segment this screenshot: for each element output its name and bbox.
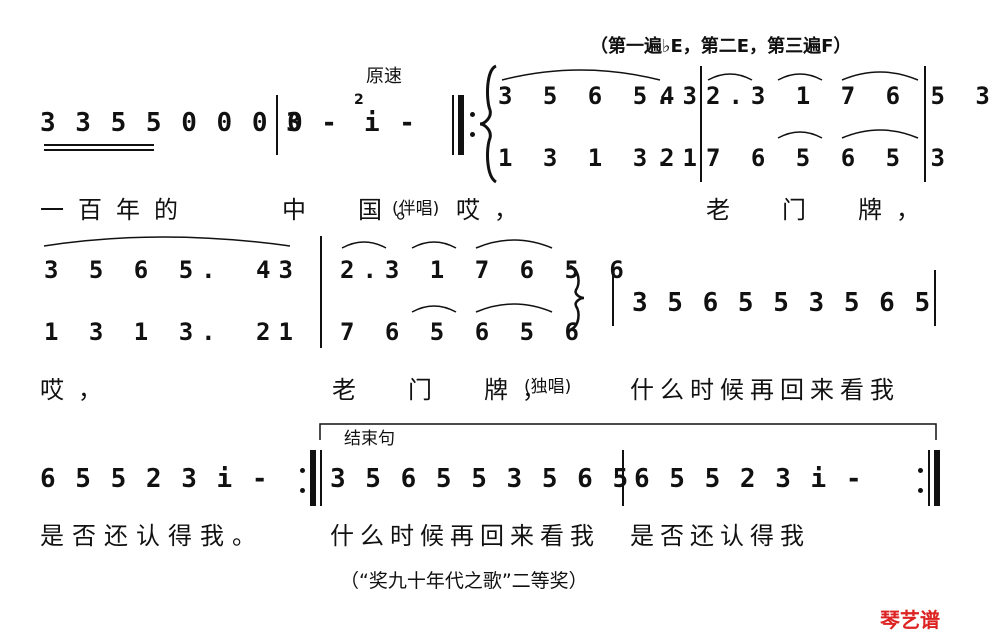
slur bbox=[411, 241, 457, 249]
lyric-note: (独唱) bbox=[524, 377, 572, 397]
score-notes: 3 - bbox=[286, 108, 339, 138]
slur bbox=[43, 236, 291, 247]
award-note: （“奖九十年代之歌”二等奖） bbox=[340, 570, 588, 592]
upper-voice: 2.3 1 7 6 5 6 bbox=[340, 256, 632, 284]
score-notes: 6 5 5 2 3 i - bbox=[634, 464, 864, 494]
slur bbox=[475, 239, 553, 249]
lyric: 什么时候再回来看我 bbox=[630, 376, 900, 404]
bar-line bbox=[700, 66, 702, 182]
slur bbox=[841, 71, 919, 81]
bar-line bbox=[320, 236, 322, 348]
repeat-dot bbox=[300, 468, 305, 473]
lower-voice: 1 3 1 3. bbox=[44, 318, 224, 346]
upper-voice: 2.3 1 7 6 5 3 bbox=[706, 82, 998, 110]
upper-voice: 3 5 6 5. bbox=[44, 256, 224, 284]
score-notes: 3 5 6 5 5 3 5 6 5 bbox=[330, 464, 631, 494]
bar-line bbox=[320, 450, 322, 506]
upper-voice: 3 5 6 5. bbox=[498, 82, 678, 110]
lower-voice: 7 6 5 6 5 6 bbox=[340, 318, 587, 346]
bar-line bbox=[928, 450, 930, 506]
slur bbox=[475, 303, 553, 313]
upper-voice: 43 bbox=[256, 256, 301, 284]
repeat-dot bbox=[918, 488, 923, 493]
lyric: 是否还认得我 bbox=[630, 522, 810, 550]
lyric: 一百年的 bbox=[40, 196, 192, 224]
tempo-mark: 原速 bbox=[366, 66, 402, 87]
lower-voice: 7 6 5 6 5 3 bbox=[706, 144, 953, 172]
lyric: 中 国。 bbox=[282, 196, 434, 224]
lower-voice: 1 3 1 3. bbox=[498, 144, 678, 172]
bar-line bbox=[452, 95, 454, 155]
lyric: 哎， bbox=[456, 196, 532, 224]
score-notes: 6 5 5 2 3 i - bbox=[40, 464, 270, 494]
score-notes: i - bbox=[364, 108, 417, 138]
ending-bracket bbox=[319, 423, 937, 440]
slur bbox=[707, 73, 753, 81]
grace-note: 2 bbox=[354, 92, 364, 108]
slur bbox=[777, 73, 823, 81]
repeat-dot bbox=[470, 112, 475, 117]
slur bbox=[777, 131, 823, 139]
lower-voice: 21 bbox=[660, 144, 705, 172]
bar-line bbox=[934, 270, 936, 326]
slur bbox=[411, 305, 457, 313]
bar-line bbox=[924, 66, 926, 182]
repeat-bar bbox=[310, 450, 316, 506]
ending-label: 结束句 bbox=[344, 429, 395, 449]
slur bbox=[841, 129, 919, 139]
bar-line bbox=[612, 270, 614, 326]
lyric: 什么时候再回来看我 bbox=[330, 522, 600, 550]
repeat-bar bbox=[934, 450, 940, 506]
lyric-note: (伴唱) bbox=[392, 199, 440, 219]
underline bbox=[44, 144, 154, 146]
score-notes: 3 5 6 5 5 3 5 6 5 bbox=[632, 288, 933, 318]
score-notes: 3 3 5 5 0 0 0 0 bbox=[40, 108, 305, 138]
lyric: 老 门 牌， bbox=[706, 196, 934, 224]
key-signature-note: （第一遍♭E，第二E，第三遍F） bbox=[590, 36, 852, 57]
bar-line bbox=[622, 450, 624, 506]
bar-line bbox=[276, 95, 278, 155]
slur bbox=[341, 241, 387, 249]
lower-voice: 21 bbox=[256, 318, 301, 346]
repeat-dot bbox=[300, 488, 305, 493]
slur bbox=[501, 69, 661, 81]
underline bbox=[44, 149, 154, 151]
brace bbox=[569, 264, 585, 332]
site-logo: 琴艺谱 bbox=[880, 608, 940, 632]
lyric: 老 门 牌， bbox=[332, 376, 560, 404]
lyric: 是否还认得我。 bbox=[40, 522, 264, 550]
repeat-dot bbox=[918, 468, 923, 473]
brace bbox=[479, 64, 498, 184]
upper-voice: 43 bbox=[660, 82, 705, 110]
repeat-dot bbox=[470, 132, 475, 137]
lyric: 哎， bbox=[40, 376, 116, 404]
repeat-bar bbox=[458, 95, 464, 155]
